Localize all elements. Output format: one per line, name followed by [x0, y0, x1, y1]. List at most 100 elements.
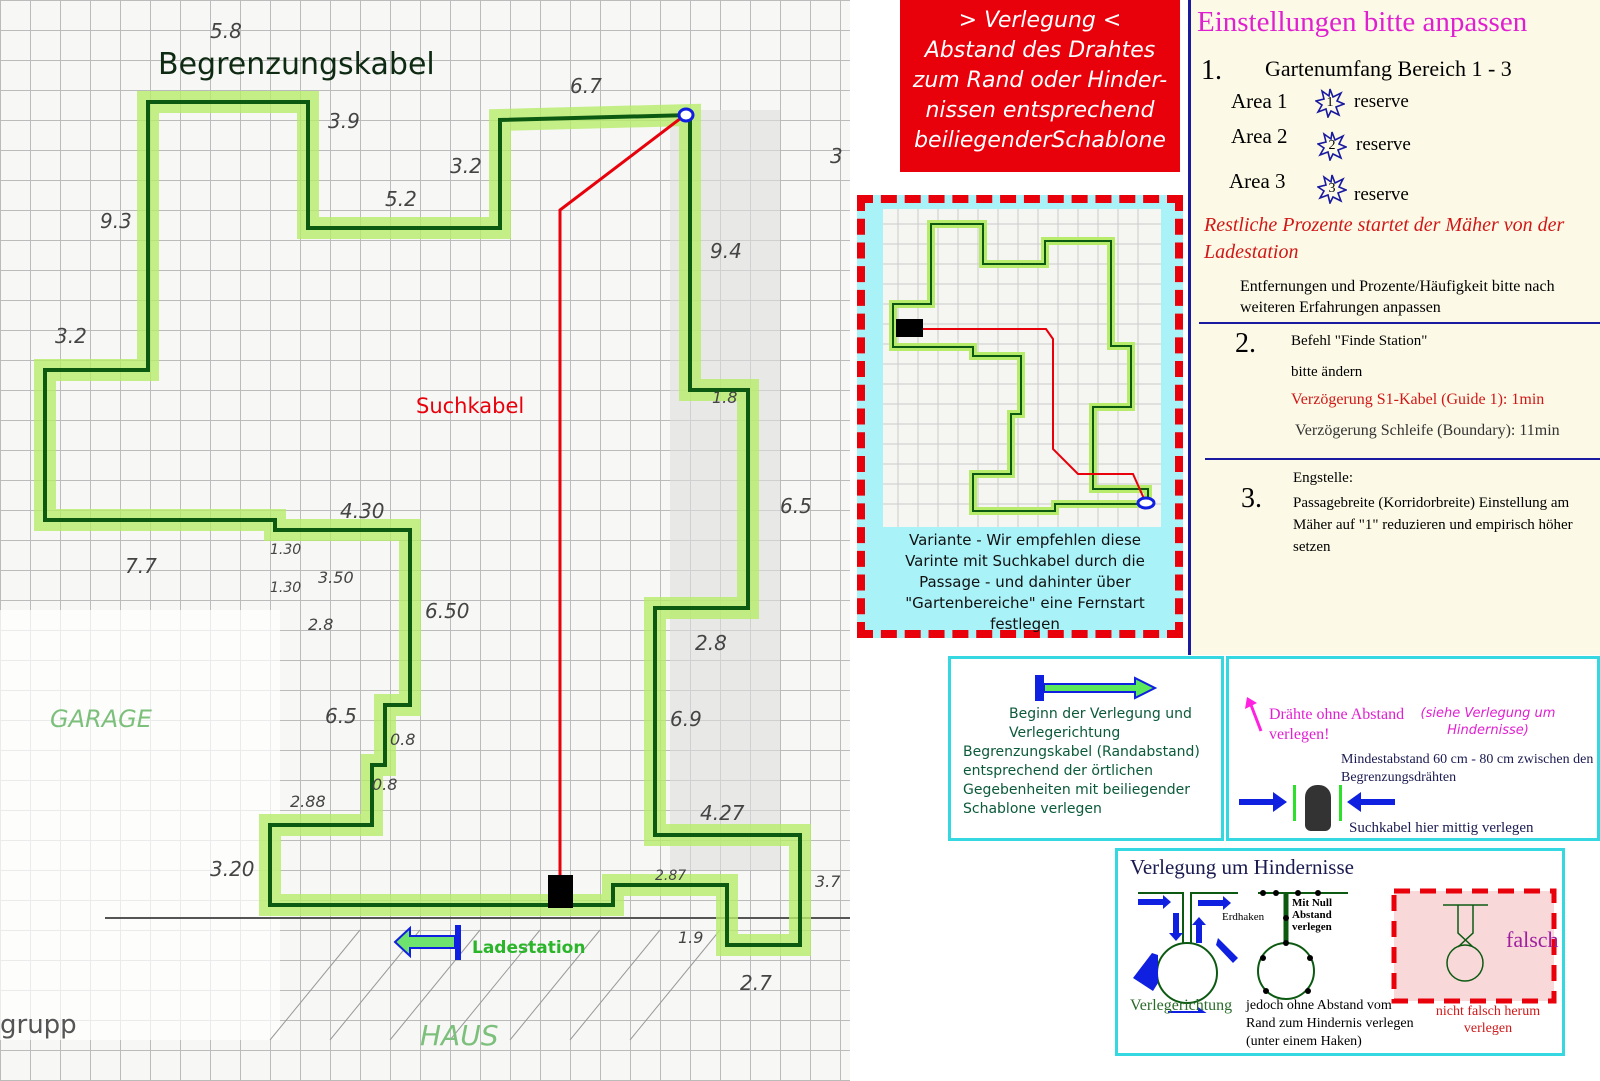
legend-start-box: Beginn der Verlegung und Verlegerichtung… [948, 656, 1224, 841]
magenta-arrow-icon [1245, 697, 1263, 732]
zero-distance-label: Mit Null Abstand verlegen [1292, 897, 1333, 933]
measure: 2.8 [695, 631, 727, 655]
section-number: 3. [1241, 483, 1262, 514]
arrow-right-icon [1239, 792, 1287, 812]
arrow-left-icon [1347, 792, 1395, 812]
measure: 4.27 [700, 801, 745, 825]
map-title: Begrenzungskabel [158, 47, 435, 82]
measure: 3.2 [55, 324, 87, 348]
min-distance-note: Mindestabstand 60 cm - 80 cm zwischen de… [1341, 752, 1594, 785]
note: Entfernungen und Prozente/Häufigkeit bit… [1240, 278, 1555, 316]
legend-gap-box: Drähte ohne Abstand verlegen! (siehe Ver… [1226, 656, 1600, 841]
guide-delay: Verzögerung S1-Kabel (Guide 1): 1min [1291, 391, 1545, 408]
laying-instruction: > Verlegung < Abstand des Drahtes zum Ra… [900, 0, 1180, 172]
wrong-label: falsch [1506, 927, 1559, 952]
guide-cable [558, 113, 686, 880]
obstacle-note: jedoch ohne Abstand vom Rand zum Hindern… [1246, 998, 1414, 1049]
measure: 6.5 [780, 494, 812, 518]
obstacle-diagrams [1133, 888, 1557, 1013]
note-red: Restliche Prozente startet der Mäher von… [1204, 214, 1565, 263]
measure: 7.7 [125, 554, 157, 578]
obstacles-box: Verlegung um Hindernisse Erdhaken Mit Nu… [1115, 848, 1565, 1056]
measure: 2.7 [740, 971, 772, 995]
start-arrow-icon [1035, 675, 1158, 701]
legend-start-text: Beginn der Verlegung und Verlegerichtung [1009, 706, 1192, 741]
star-badge-icon: 1 [1314, 88, 1347, 120]
house-label: HAUS [420, 1019, 499, 1052]
area-value: reserve [1356, 134, 1411, 155]
measure: 1.9 [678, 928, 704, 947]
measure: 9.3 [100, 209, 132, 233]
measure: 3.9 [328, 109, 360, 133]
station-arrow [393, 925, 461, 960]
section-heading: Gartenumfang Bereich 1 - 3 [1265, 56, 1512, 81]
area-label: Area 3 [1229, 169, 1286, 193]
measure: 2.8 [308, 615, 334, 634]
laying-line: beiliegenderSchablone [914, 128, 1166, 153]
hooks-label: Erdhaken [1222, 911, 1265, 923]
measure: 6.7 [570, 74, 602, 98]
measure: 3.2 [450, 154, 482, 178]
measure: 1.8 [712, 388, 738, 407]
star-badge-icon: 3 [1316, 174, 1349, 206]
plan-drawing [34, 91, 850, 1041]
measure: 1.30 [270, 580, 302, 596]
measure: 3.7 [815, 872, 841, 891]
measure: 1.30 [270, 542, 302, 558]
section-text: Engstelle: [1293, 470, 1353, 486]
measure: 4.30 [340, 499, 385, 523]
measure: 9.4 [710, 239, 742, 263]
measure: 5.2 [385, 187, 417, 211]
wires-note: Drähte ohne Abstand verlegen! [1269, 706, 1405, 743]
garden-plan: Begrenzungskabel Suchkabel Ladestation G… [0, 0, 850, 1081]
laying-line: > Verlegung < [958, 8, 1122, 33]
section-text: Passagebreite (Korridorbreite) Einstellu… [1293, 495, 1573, 555]
area-label: Area 1 [1231, 89, 1288, 113]
garage-label: GARAGE [50, 705, 152, 733]
direction-label: Verlegerichtung [1130, 997, 1233, 1014]
measure: 5.8 [210, 19, 242, 43]
charging-station [548, 875, 573, 908]
start-point [677, 107, 695, 123]
laying-line: nissen entsprechend [925, 98, 1155, 123]
boundary-wire-mark [1293, 785, 1296, 821]
divider [1199, 322, 1600, 324]
badge-number: 1 [1326, 95, 1334, 110]
measure: 0.8 [372, 775, 398, 794]
wrong-note: nicht falsch herum verlegen [1435, 1004, 1541, 1036]
see-note: (siehe Verlegung um Hindernisse) [1420, 706, 1556, 738]
section-text: Befehl "Finde Station" [1291, 333, 1428, 349]
variant-plan [883, 209, 1161, 527]
mower-icon [1305, 785, 1331, 831]
legend-start-text: Begrenzungskabel (Randabstand) entsprech… [963, 744, 1200, 817]
laying-line: zum Rand oder Hinder- [912, 68, 1168, 93]
measure: 3.20 [210, 857, 255, 881]
star-badge-icon: 2 [1316, 131, 1349, 163]
measure: 6.50 [425, 599, 470, 623]
laying-line: Abstand des Drahtes [924, 38, 1156, 63]
badge-number: 2 [1328, 138, 1336, 153]
boundary-wire-mark [1339, 785, 1342, 821]
measure: 6.5 [325, 704, 357, 728]
measure: 3.50 [318, 568, 354, 587]
corner-text: grupp [0, 1010, 77, 1040]
variant-caption: Variante - Wir empfehlen diese Varinte m… [905, 531, 1145, 633]
boundary-delay: Verzögerung Schleife (Boundary): 11min [1295, 422, 1560, 439]
measure: 2.88 [290, 792, 326, 811]
settings-title: Einstellungen bitte anpassen [1197, 6, 1528, 38]
guide-label: Suchkabel [416, 394, 525, 418]
variant-box: Variante - Wir empfehlen diese Varinte m… [857, 195, 1183, 638]
area-value: reserve [1354, 184, 1409, 205]
section-text: bitte ändern [1291, 364, 1363, 380]
area-label: Area 2 [1231, 124, 1288, 148]
obstacles-title: Verlegung um Hindernisse [1130, 855, 1354, 879]
section-number: 1. [1201, 55, 1222, 86]
guide-center-note: Suchkabel hier mittig verlegen [1349, 820, 1534, 836]
measure: 2.87 [655, 868, 687, 884]
area-value: reserve [1354, 91, 1409, 112]
divider [1205, 458, 1600, 460]
measure: 6.9 [670, 707, 702, 731]
section-number: 2. [1235, 328, 1256, 359]
measure: 0.8 [390, 730, 416, 749]
station-label: Ladestation [472, 938, 586, 958]
